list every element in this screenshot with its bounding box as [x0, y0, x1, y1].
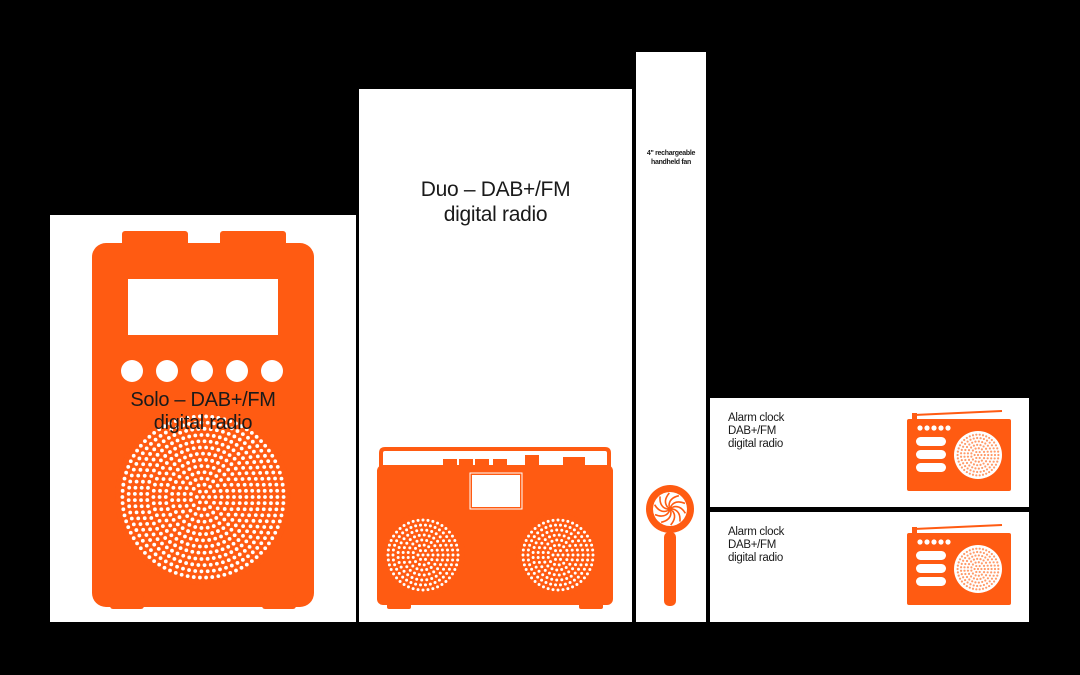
duo-label: Duo – DAB+/FM digital radio: [359, 177, 632, 227]
alarm1-label-line2: DAB+/FM: [728, 425, 777, 437]
solo-label: Solo – DAB+/FM digital radio: [50, 389, 356, 435]
fan-label-line2: handheld fan: [651, 159, 691, 166]
alarm1-label: Alarm clock DAB+/FM digital radio: [728, 412, 784, 451]
duo-package: Duo – DAB+/FM digital radio: [359, 89, 632, 622]
alarm2-label-line3: digital radio: [728, 552, 783, 564]
fan-illustration: [646, 485, 694, 606]
alarm1-label-line3: digital radio: [728, 438, 783, 450]
fan-label-line1: 4" rechargeable: [646, 150, 696, 157]
alarm2-label-line2: DAB+/FM: [728, 539, 777, 551]
alarm1-label-line1: Alarm clock: [728, 412, 785, 424]
alarm2-radio-illustration: [907, 524, 1011, 605]
duo-label-line2: digital radio: [443, 203, 548, 226]
solo-radio-illustration: [92, 231, 314, 609]
duo-radio-illustration: [377, 447, 613, 609]
alarm2-label-line1: Alarm clock: [728, 526, 785, 538]
alarm-clock-package-2: Alarm clock DAB+/FM digital radio: [710, 512, 1029, 622]
fan-label: 4" rechargeable handheld fan: [636, 149, 706, 167]
alarm-clock-package-1: Alarm clock DAB+/FM digital radio: [710, 398, 1029, 507]
alarm1-radio-illustration: [907, 410, 1011, 491]
alarm2-label: Alarm clock DAB+/FM digital radio: [728, 526, 784, 565]
solo-label-line2: digital radio: [153, 412, 253, 434]
solo-label-line1: Solo – DAB+/FM: [130, 389, 276, 411]
duo-label-line1: Duo – DAB+/FM: [420, 178, 571, 201]
fan-package: 4" rechargeable handheld fan: [636, 52, 706, 622]
solo-package: Solo – DAB+/FM digital radio: [50, 215, 356, 622]
